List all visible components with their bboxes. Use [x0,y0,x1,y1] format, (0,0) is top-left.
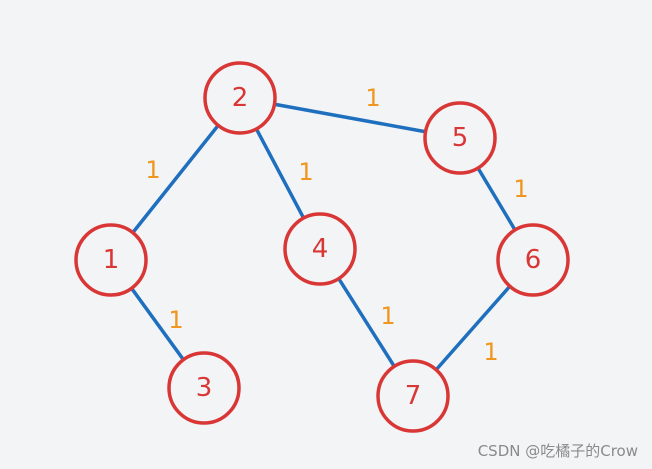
node-3: 3 [167,351,241,425]
node-label-4: 4 [312,234,329,264]
edge-6-7 [434,284,512,372]
node-circle-1 [74,223,148,297]
node-label-3: 3 [196,373,213,403]
node-circle-6 [496,223,570,297]
node-2: 2 [203,61,277,135]
edge-weight-4-7: 1 [380,302,395,330]
watermark: CSDN @吃橘子的Crow [477,442,638,460]
node-4: 4 [283,212,357,286]
edge-2-4 [254,127,306,220]
node-circle-2 [203,61,277,135]
node-6: 6 [496,223,570,297]
edge-4-7 [336,276,397,369]
edge-weight-1-3: 1 [168,306,183,334]
weights-layer: 1 1 1 1 1 1 1 [145,84,528,366]
edge-2-5 [272,102,428,134]
edge-weight-6-7: 1 [483,338,498,366]
edge-5-6 [476,166,517,232]
node-circle-7 [376,359,450,433]
edge-weight-2-4: 1 [298,158,313,186]
edge-2-1 [131,123,220,235]
node-5: 5 [423,101,497,175]
node-1: 1 [74,223,148,297]
node-label-5: 5 [452,123,469,153]
node-label-7: 7 [405,381,422,411]
edge-weight-2-5: 1 [365,84,380,112]
node-label-1: 1 [103,245,120,275]
node-7: 7 [376,359,450,433]
node-circle-3 [167,351,241,425]
edges-layer [129,102,517,372]
node-circle-5 [423,101,497,175]
nodes-layer: 1 2 3 4 5 6 7 [74,61,570,433]
node-circle-4 [283,212,357,286]
node-label-2: 2 [232,83,249,113]
edge-weight-2-1: 1 [145,156,160,184]
node-label-6: 6 [525,245,542,275]
edge-weight-5-6: 1 [513,175,528,203]
edge-1-3 [129,286,186,362]
